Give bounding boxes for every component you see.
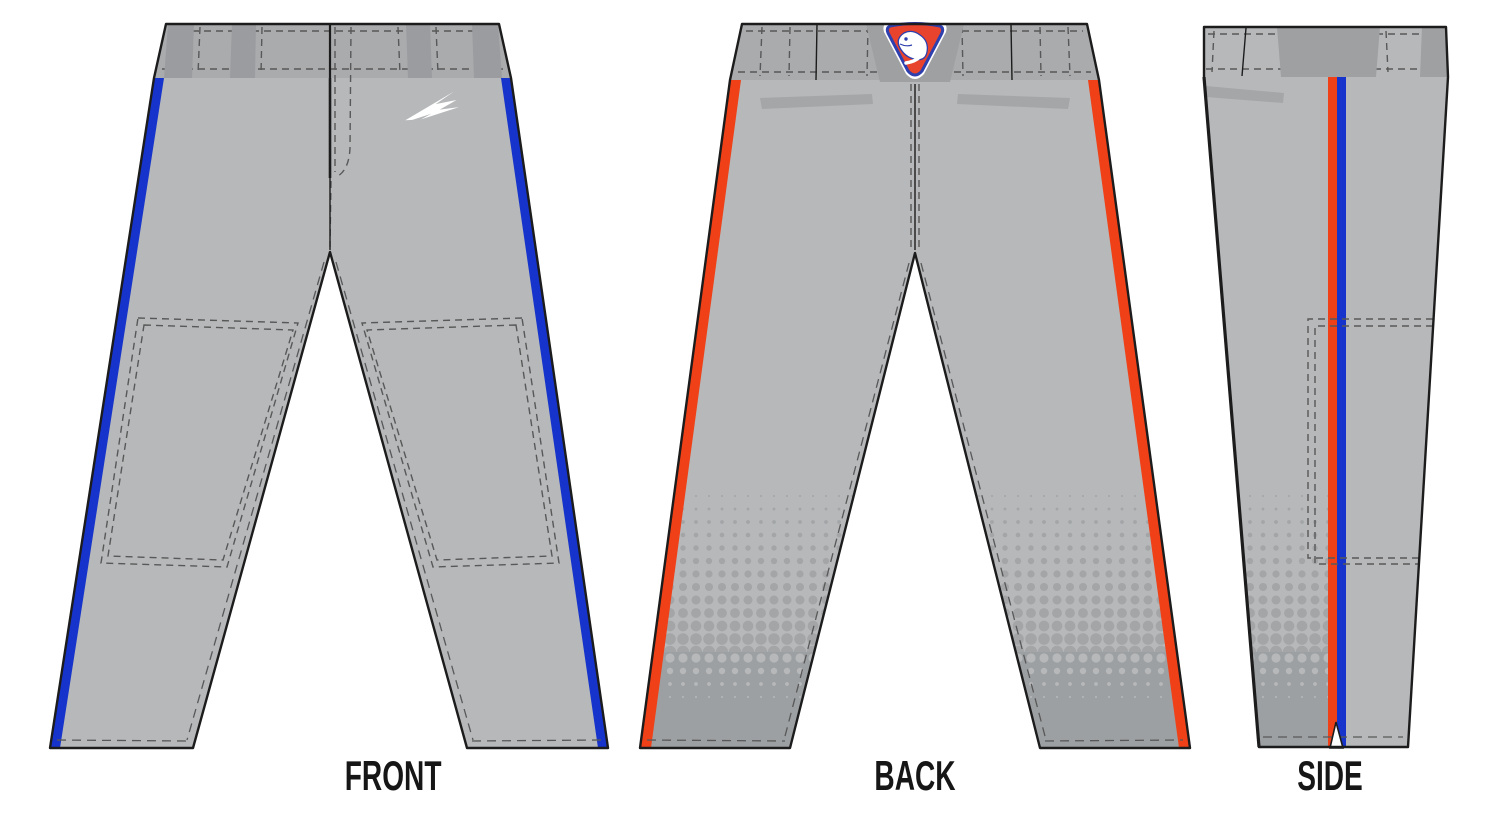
- side-blue-stripe: [1337, 77, 1346, 747]
- triton-arrow-logo-icon: [405, 91, 459, 121]
- back-pocket-welts: [760, 94, 1070, 109]
- front-outline: [48, 22, 610, 750]
- cobra-head-mark: [897, 30, 928, 65]
- front-fly-stitching: [328, 26, 352, 250]
- side-waistband: [1206, 27, 1447, 77]
- pants-side-view: [1202, 25, 1450, 749]
- front-knee-panels: [100, 317, 560, 568]
- pants-back-view: [638, 20, 1192, 750]
- side-view-label: SIDE: [1297, 753, 1363, 800]
- front-waistband: [154, 24, 511, 78]
- pants-front-view: [48, 22, 610, 750]
- side-stripes: [1328, 77, 1346, 747]
- side-pocket-welt: [1206, 86, 1284, 103]
- front-silhouette: [50, 24, 608, 748]
- back-view-label: BACK: [874, 753, 956, 800]
- back-orange-piping: [640, 80, 1190, 748]
- side-silhouette: [1204, 27, 1448, 747]
- front-view-label: FRONT: [344, 753, 442, 800]
- back-silhouette: [640, 24, 1190, 748]
- side-back-edge: [1202, 76, 1261, 748]
- side-loop-right: [1420, 27, 1447, 77]
- back-seam-stitching: [646, 84, 1184, 742]
- side-orange-stripe: [1328, 77, 1337, 747]
- front-seam-stitching: [56, 261, 602, 742]
- front-belt-loops: [164, 24, 502, 78]
- side-knee-panel: [1307, 318, 1433, 565]
- side-yoke-center: [1277, 27, 1380, 77]
- back-outline: [638, 22, 1192, 750]
- front-blue-piping: [50, 78, 608, 748]
